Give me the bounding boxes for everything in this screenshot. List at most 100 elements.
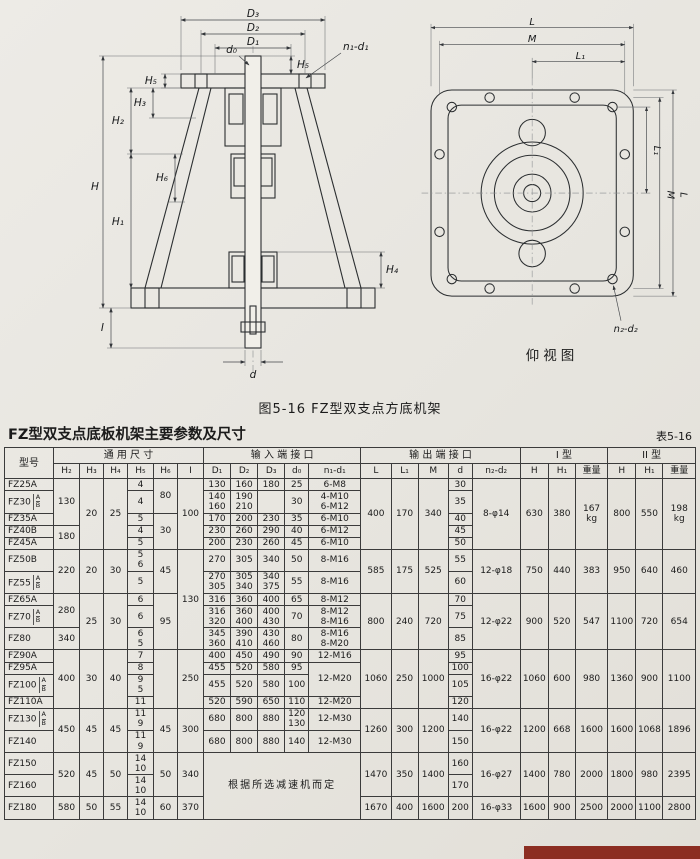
- value-cell: 12-M30: [308, 707, 362, 731]
- dim-label-L1-top: L₁: [576, 51, 586, 62]
- value-cell: 167 kg: [574, 478, 609, 550]
- value-cell: 1200: [417, 707, 449, 754]
- value-cell: 45: [152, 707, 178, 754]
- value-cell: 400 430: [257, 605, 286, 629]
- value-cell: 547: [574, 593, 609, 651]
- value-cell: 1600: [417, 796, 449, 820]
- value-cell: 880: [257, 707, 286, 731]
- model-cell: FZ35A: [4, 512, 54, 526]
- value-cell: 980: [574, 649, 609, 709]
- value-cell: 1470: [360, 752, 392, 798]
- value-cell: 370: [176, 796, 204, 820]
- value-cell: 455: [202, 661, 232, 675]
- dimensions: L M L₁ L₁ M: [430, 17, 689, 335]
- value-cell: 250: [390, 649, 419, 709]
- value-cell: 250: [176, 649, 204, 709]
- dim-label-L-top: L: [529, 17, 535, 28]
- value-cell: 200: [447, 796, 473, 820]
- column-header: H₁: [547, 463, 576, 480]
- value-cell: 8-M12 8-M16: [308, 605, 362, 629]
- value-cell: 600: [547, 649, 576, 709]
- value-cell: 1100: [662, 649, 696, 709]
- dim-label-H6: H₆: [156, 172, 168, 184]
- value-cell: 16-φ33: [471, 796, 521, 820]
- value-cell: 35: [284, 512, 310, 526]
- value-cell: 50: [284, 548, 310, 572]
- value-cell: 170: [447, 774, 473, 798]
- value-cell: 120: [447, 695, 473, 709]
- value-cell: [152, 649, 178, 709]
- value-cell: 45: [284, 536, 310, 550]
- value-cell: 260: [230, 524, 259, 538]
- value-cell: 160: [447, 752, 473, 776]
- value-cell: 6: [126, 605, 154, 629]
- value-cell: 340: [257, 548, 286, 572]
- value-cell: 45: [79, 707, 104, 754]
- value-cell: 14 10: [126, 752, 154, 776]
- value-cell: 340: [176, 752, 204, 798]
- value-cell: 140 160: [202, 490, 232, 514]
- column-group-header: 通 用 尺 寸: [52, 446, 204, 465]
- shaft: [244, 55, 262, 349]
- value-cell: 12-M20: [308, 661, 362, 697]
- model-cell: FZ45A: [4, 536, 54, 550]
- value-cell: 180: [257, 478, 286, 492]
- value-cell: 1068: [635, 707, 664, 754]
- value-cell: 25: [284, 478, 310, 492]
- value-cell: 1400: [519, 752, 549, 798]
- value-cell: 630: [519, 478, 549, 550]
- value-cell: 1600: [574, 707, 609, 754]
- value-cell: 1260: [360, 707, 392, 754]
- value-cell: 11: [126, 695, 154, 709]
- column-group-header: 输 入 端 接 口: [202, 446, 362, 465]
- model-cell: FZ140: [4, 729, 54, 754]
- dim-label-n2-d2: n₂-d₂: [614, 324, 638, 335]
- column-group-header: I 型: [519, 446, 609, 465]
- value-cell: 50: [79, 796, 104, 820]
- value-cell: 6-M8: [308, 478, 362, 492]
- keyway: [249, 305, 257, 335]
- value-cell: 2800: [662, 796, 696, 820]
- column-header: H₁: [635, 463, 664, 480]
- column-header: D₃: [257, 463, 286, 480]
- value-cell: 14 10: [126, 796, 154, 820]
- value-cell: 400: [360, 478, 392, 550]
- value-cell: 654: [662, 593, 696, 651]
- value-cell: 100: [176, 478, 204, 550]
- value-cell: 900: [519, 593, 549, 651]
- dim-label-d: d: [250, 369, 257, 381]
- value-cell: 120 130: [284, 707, 310, 731]
- model-cell: FZ150: [4, 752, 54, 776]
- value-cell: 105: [447, 673, 473, 697]
- value-cell: 95: [284, 661, 310, 675]
- column-header: H: [607, 463, 637, 480]
- value-cell: 180: [52, 524, 81, 550]
- value-cell: 1896: [662, 707, 696, 754]
- value-cell: 8-M16 8-M20: [308, 627, 362, 651]
- value-cell: 1200: [519, 707, 549, 754]
- value-cell: 8-M12: [308, 593, 362, 607]
- value-cell: 130: [202, 478, 232, 492]
- value-cell: 4: [126, 524, 154, 538]
- model-cell: FZ25A: [4, 478, 54, 492]
- value-cell: 270: [202, 548, 232, 572]
- value-cell: 16-φ27: [471, 752, 521, 798]
- dim-label-d0: d₀: [226, 44, 238, 56]
- value-cell: 1000: [417, 649, 449, 709]
- value-cell: 65: [284, 593, 310, 607]
- column-header: I: [176, 463, 204, 480]
- dim-label-n1-d1: n₁-d₁: [343, 41, 369, 53]
- dim-label-I: I: [101, 322, 104, 334]
- value-cell: 90: [284, 649, 310, 663]
- value-cell: 16-φ22: [471, 649, 521, 709]
- value-cell: 5: [126, 536, 154, 550]
- value-cell: 20: [79, 478, 104, 550]
- value-cell: 7: [126, 649, 154, 663]
